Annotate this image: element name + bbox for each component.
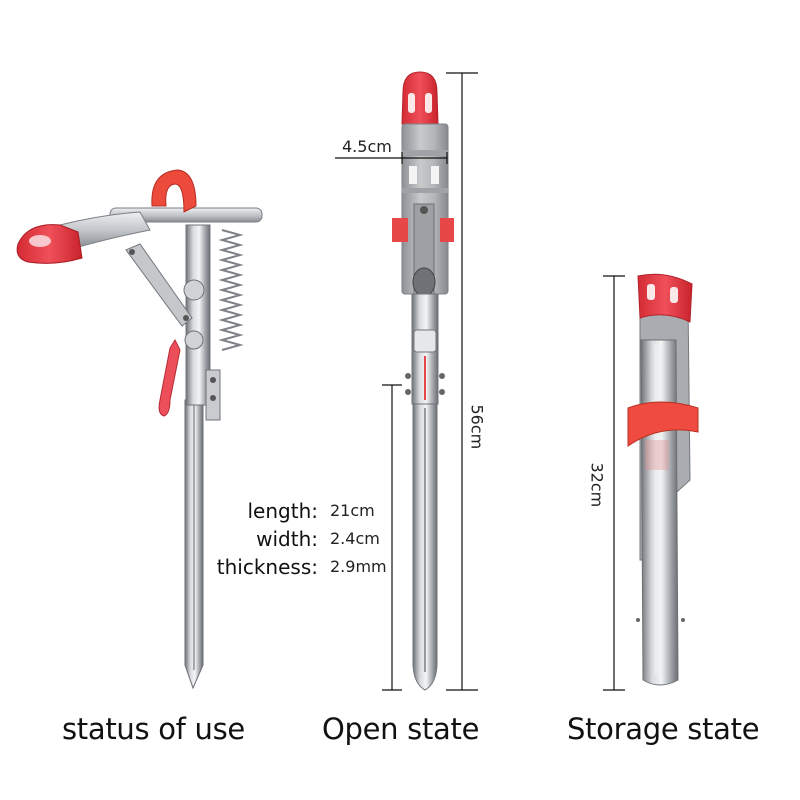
spec-width-label: width:	[256, 527, 318, 551]
spec-width-value: 2.4cm	[330, 529, 380, 548]
spec-length-label: length:	[247, 499, 319, 523]
dimension-lines-storage	[603, 275, 625, 691]
spec-thickness-value: 2.9mm	[330, 557, 387, 576]
caption-status-of-use: status of use	[62, 712, 245, 746]
storage-height-dimension-label: 32cm	[587, 462, 607, 508]
caption-storage-state: Storage state	[567, 712, 760, 746]
holder-open-illustration	[392, 71, 454, 691]
holder-storage-illustration	[627, 273, 699, 686]
dimension-lines-open	[335, 72, 478, 691]
spec-thickness-label: thickness:	[216, 555, 318, 579]
width-dimension-label: 4.5cm	[342, 137, 392, 156]
holder-in-use-illustration	[16, 169, 263, 690]
caption-open-state: Open state	[322, 712, 480, 746]
spec-length-value: 21cm	[330, 501, 375, 520]
open-height-dimension-label: 56cm	[467, 404, 487, 450]
